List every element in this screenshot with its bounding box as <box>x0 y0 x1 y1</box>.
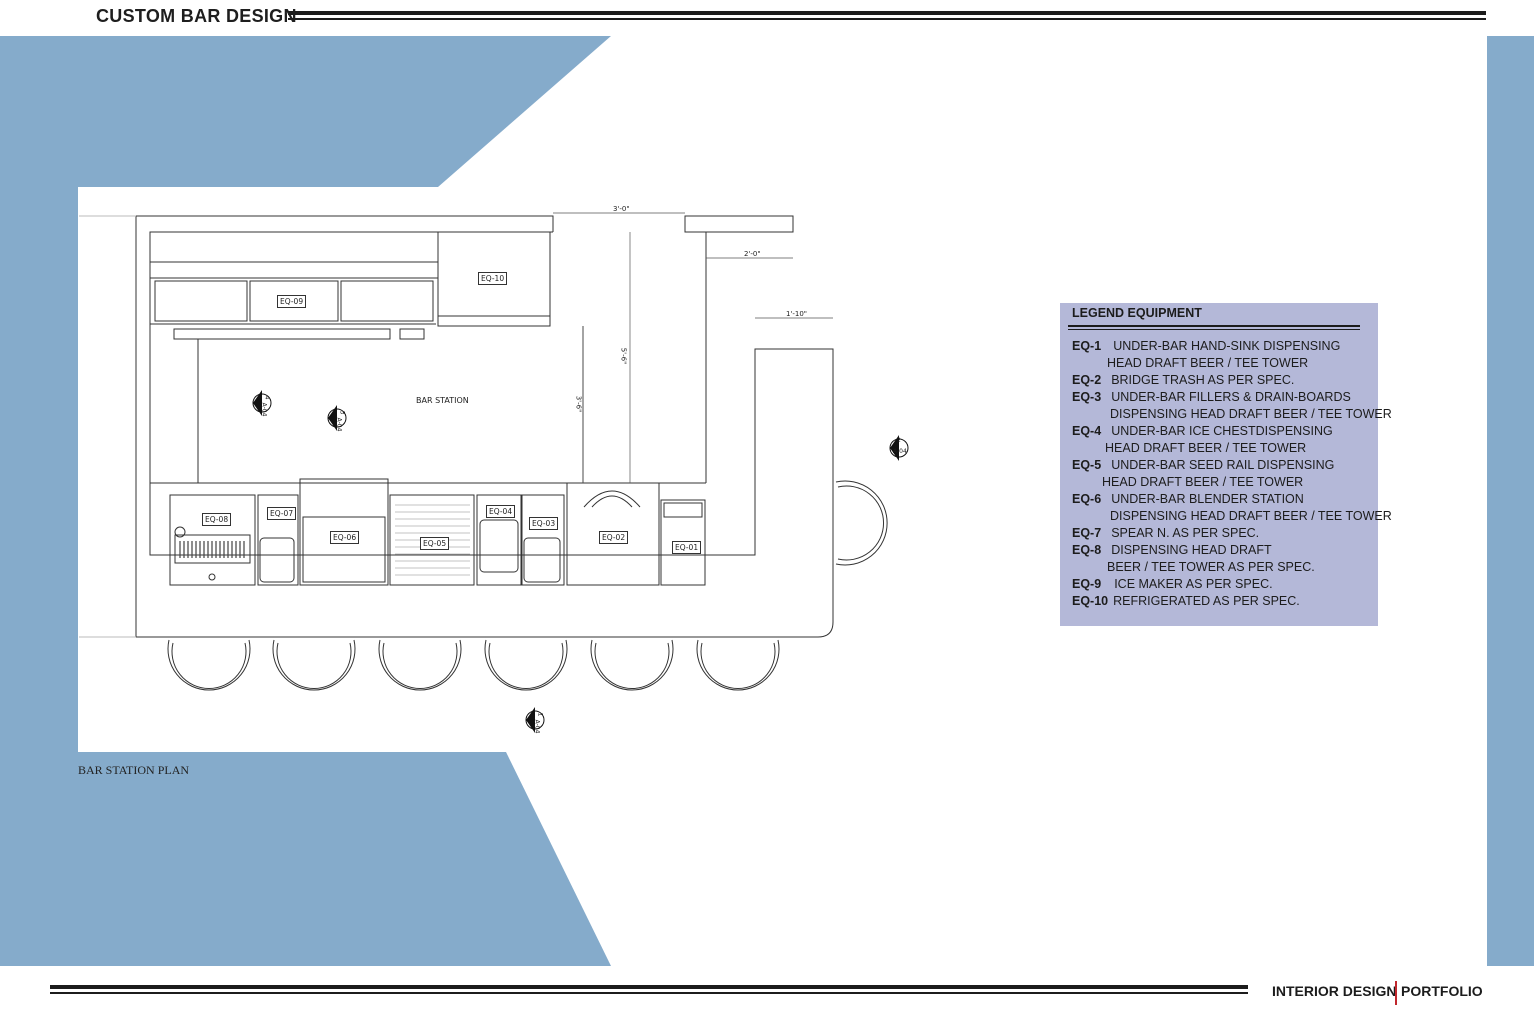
eq-tag-09: EQ-09 <box>277 295 307 308</box>
bar-plan-drawing <box>79 212 909 733</box>
legend-line: EQ-6 UNDER-BAR BLENDER STATION <box>1072 491 1392 508</box>
eq-tag-03: EQ-03 <box>529 517 559 530</box>
dim-3ft: 3'-0" <box>613 205 630 213</box>
header-rule-thick <box>288 11 1486 15</box>
legend-rule <box>1068 325 1360 327</box>
plan-panel <box>78 187 838 752</box>
footer-portfolio: PORTFOLIO <box>1401 983 1483 999</box>
section-marker-2-number: 2 <box>897 437 901 444</box>
section-marker-3-number: 3 <box>338 410 346 415</box>
legend-text: DISPENSING HEAD DRAFT BEER / TEE TOWER <box>1110 407 1392 421</box>
section-marker-3-sheet: A-04 <box>335 417 343 432</box>
legend-text: ICE MAKER AS PER SPEC. <box>1114 577 1273 591</box>
section-marker-2-sheet: A-04 <box>893 448 907 455</box>
legend-line: EQ-5 UNDER-BAR SEED RAIL DISPENSING <box>1072 457 1392 474</box>
legend-line: HEAD DRAFT BEER / TEE TOWER <box>1072 440 1392 457</box>
legend-text: BRIDGE TRASH AS PER SPEC. <box>1111 373 1295 387</box>
legend-line: DISPENSING HEAD DRAFT BEER / TEE TOWER <box>1072 406 1392 423</box>
legend-text: DISPENSING HEAD DRAFT BEER / TEE TOWER <box>1110 509 1392 523</box>
blue-shape-left-strip <box>0 187 78 752</box>
footer-rule-thin <box>50 992 1248 994</box>
eq-tag-07: EQ-07 <box>267 507 297 520</box>
legend-line: HEAD DRAFT BEER / TEE TOWER <box>1072 474 1392 491</box>
eq-tag-10: EQ-10 <box>478 272 508 285</box>
legend-code: EQ-8 <box>1072 543 1102 557</box>
legend-text: HEAD DRAFT BEER / TEE TOWER <box>1102 475 1304 489</box>
footer-separator <box>1395 981 1397 1005</box>
legend-title: LEGEND EQUIPMENT <box>1072 306 1202 320</box>
legend-code: EQ-4 <box>1072 424 1102 438</box>
eq-tag-05: EQ-05 <box>420 537 450 550</box>
dim-3ft6: 3'-6" <box>574 395 583 413</box>
legend-text: REFRIGERATED AS PER SPEC. <box>1113 594 1300 608</box>
footer-rule-thick <box>50 985 1248 989</box>
legend-line: EQ-7 SPEAR N. AS PER SPEC. <box>1072 525 1392 542</box>
section-marker-1-number: 1 <box>536 712 544 717</box>
legend-line: EQ-8 DISPENSING HEAD DRAFT <box>1072 542 1392 559</box>
legend-text: HEAD DRAFT BEER / TEE TOWER <box>1107 356 1309 370</box>
footer-interior-design: INTERIOR DESIGN <box>1272 983 1397 999</box>
eq-tag-01: EQ-01 <box>672 541 702 554</box>
legend-text: HEAD DRAFT BEER / TEE TOWER <box>1105 441 1307 455</box>
legend-text: UNDER-BAR FILLERS & DRAIN-BOARDS <box>1111 390 1351 404</box>
legend-code: EQ-6 <box>1072 492 1102 506</box>
dim-5ft6: 5'-6" <box>619 347 628 365</box>
eq-tag-08: EQ-08 <box>202 513 232 526</box>
legend-code: EQ-10 <box>1072 594 1109 608</box>
dim-2ft: 2'-0" <box>744 250 761 258</box>
outer-wall <box>135 215 834 638</box>
legend-line: HEAD DRAFT BEER / TEE TOWER <box>1072 355 1392 372</box>
dim-1ft10: 1'-10" <box>786 310 808 318</box>
legend-line: EQ-10 REFRIGERATED AS PER SPEC. <box>1072 593 1392 610</box>
room-label: BAR STATION <box>416 396 469 405</box>
legend-rule-thin <box>1068 329 1360 330</box>
section-marker-1-sheet: A-04 <box>533 719 541 734</box>
legend-text: UNDER-BAR ICE CHESTDISPENSING <box>1111 424 1333 438</box>
legend-code: EQ-9 <box>1072 577 1102 591</box>
legend-text: SPEAR N. AS PER SPEC. <box>1111 526 1260 540</box>
section-marker-4-sheet: A-04 <box>260 402 268 417</box>
eq-tag-04: EQ-04 <box>486 505 516 518</box>
legend-list: EQ-1 UNDER-BAR HAND-SINK DISPENSING HEAD … <box>1072 338 1392 610</box>
legend-text: UNDER-BAR BLENDER STATION <box>1111 492 1304 506</box>
eq10-refrigerator <box>437 231 551 327</box>
legend-code: EQ-5 <box>1072 458 1102 472</box>
legend-line: EQ-9 ICE MAKER AS PER SPEC. <box>1072 576 1392 593</box>
legend-code: EQ-7 <box>1072 526 1102 540</box>
blue-shape-right-strip <box>1487 36 1534 966</box>
eq-tag-06: EQ-06 <box>330 531 360 544</box>
legend-line: EQ-4 UNDER-BAR ICE CHESTDISPENSING <box>1072 423 1392 440</box>
legend-code: EQ-3 <box>1072 390 1102 404</box>
legend-line: EQ-2 BRIDGE TRASH AS PER SPEC. <box>1072 372 1392 389</box>
legend-line: BEER / TEE TOWER AS PER SPEC. <box>1072 559 1392 576</box>
legend-text: UNDER-BAR HAND-SINK DISPENSING <box>1113 339 1341 353</box>
legend-text: BEER / TEE TOWER AS PER SPEC. <box>1107 560 1315 574</box>
header-rule-thin <box>288 18 1486 20</box>
blue-shape-bottom-left <box>0 752 611 966</box>
legend-code: EQ-1 <box>1072 339 1102 353</box>
section-marker-4-number: 4 <box>263 395 271 400</box>
blue-shape-top-left <box>0 36 611 187</box>
legend-code: EQ-2 <box>1072 373 1102 387</box>
legend-text: UNDER-BAR SEED RAIL DISPENSING <box>1111 458 1335 472</box>
legend-line: EQ-1 UNDER-BAR HAND-SINK DISPENSING <box>1072 338 1392 355</box>
legend-line: EQ-3 UNDER-BAR FILLERS & DRAIN-BOARDS <box>1072 389 1392 406</box>
legend-text: DISPENSING HEAD DRAFT <box>1111 543 1272 557</box>
eq-tag-02: EQ-02 <box>599 531 629 544</box>
legend-line: DISPENSING HEAD DRAFT BEER / TEE TOWER <box>1072 508 1392 525</box>
page-title: CUSTOM BAR DESIGN <box>96 6 297 26</box>
plan-caption: BAR STATION PLAN <box>78 763 190 777</box>
legend-panel: LEGEND EQUIPMENT EQ-1 UNDER-BAR HAND-SINK… <box>1060 303 1392 626</box>
